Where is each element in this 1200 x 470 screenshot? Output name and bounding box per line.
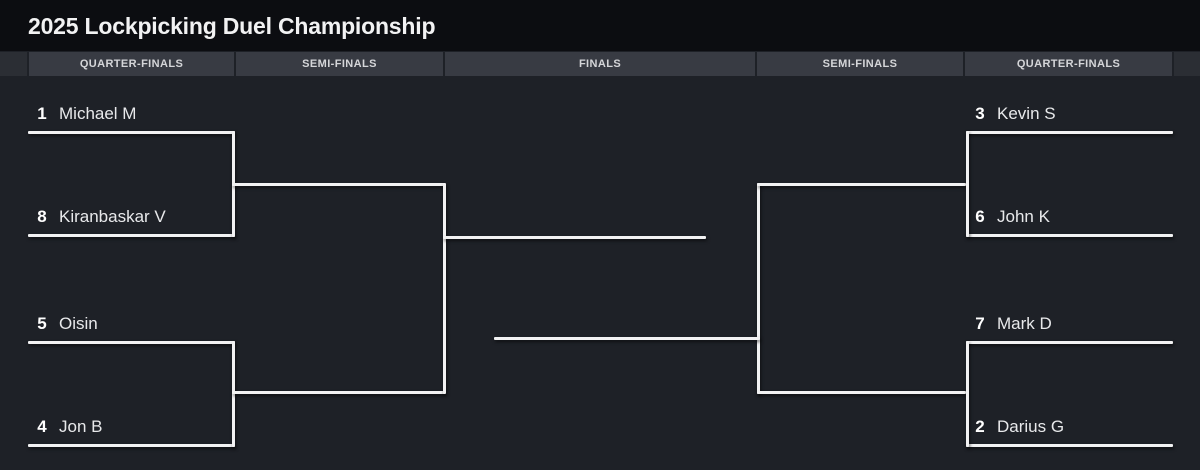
player-jon-b[interactable]: 4 Jon B [34,416,102,438]
final-slot-left-line [443,236,706,239]
player-michael-m[interactable]: 1 Michael M [34,103,136,125]
round-header-semi-finals-right: SEMI-FINALS [757,52,963,76]
sf-right-slot1-line [757,183,966,186]
round-header-stub-left [0,52,27,76]
sf-left-joiner-line [443,183,446,394]
round-header-stub-right [1174,52,1200,76]
player-name: Jon B [59,417,103,436]
round-header-quarter-finals-right: QUARTER-FINALS [965,52,1172,76]
player-name: Darius G [997,417,1065,436]
player-seed: 1 [37,104,47,123]
title-bar: 2025 Lockpicking Duel Championship [0,0,1200,51]
sf-right-slot2-line [757,391,966,394]
player-john-k[interactable]: 6 John K [972,206,1050,228]
player-name: John K [997,207,1050,226]
player-oisin[interactable]: 5 Oisin [34,313,98,335]
player-kevin-s[interactable]: 3 Kevin S [972,103,1056,125]
player-name: Michael M [59,104,137,123]
sf-left-slot1-line [232,183,445,186]
qf-right1-player1-line [966,131,1173,134]
qf-left2-player2-line [28,444,235,447]
player-seed: 4 [37,417,47,436]
round-header-semi-finals-left: SEMI-FINALS [236,52,443,76]
sf-right-joiner-line [757,183,760,394]
player-seed: 5 [37,314,47,333]
player-kiranbaskar-v[interactable]: 8 Kiranbaskar V [34,206,166,228]
qf-right2-player2-line [966,444,1173,447]
player-name: Mark D [997,314,1052,333]
player-seed: 2 [975,417,985,436]
qf-left2-joiner-line [232,341,235,447]
player-seed: 6 [975,207,985,226]
player-seed: 8 [37,207,47,226]
qf-left2-player1-line [28,341,235,344]
page-title: 2025 Lockpicking Duel Championship [28,13,436,39]
player-name: Kevin S [997,104,1056,123]
player-darius-g[interactable]: 2 Darius G [972,416,1064,438]
player-seed: 3 [975,104,985,123]
qf-left1-player1-line [28,131,235,134]
qf-right2-player1-line [966,341,1173,344]
qf-right1-joiner-line [966,131,969,237]
player-name: Kiranbaskar V [59,207,166,226]
player-seed: 7 [975,314,985,333]
final-slot-right-line [494,337,760,340]
qf-right1-player2-line [966,234,1173,237]
round-header-quarter-finals-left: QUARTER-FINALS [29,52,234,76]
player-name: Oisin [59,314,98,333]
qf-right2-joiner-line [966,341,969,447]
qf-left1-player2-line [28,234,235,237]
round-header-finals: FINALS [445,52,755,76]
player-mark-d[interactable]: 7 Mark D [972,313,1052,335]
sf-left-slot2-line [232,391,445,394]
